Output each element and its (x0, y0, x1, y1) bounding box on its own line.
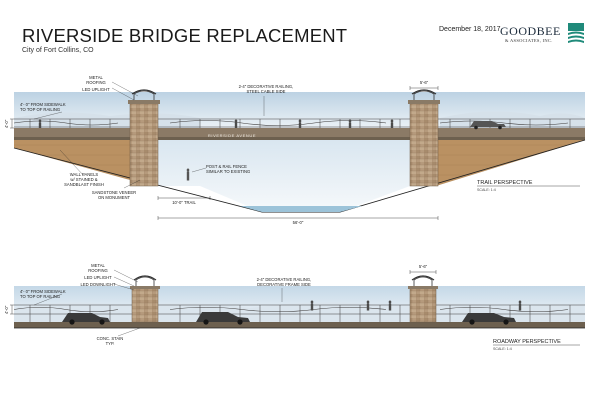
trail-label-pier-width: 5'-6" (420, 80, 429, 85)
road-label-sidewalk-1: 4'- 0" FROM SIDEWALK (20, 289, 66, 294)
roadway-perspective-view: METAL ROOFING LED UPLIGHT LED DOWNLIGHT … (4, 263, 585, 351)
trail-label-veneer-2: ON MONUMENT (98, 195, 131, 200)
road-label-conc-2: TYP. (106, 341, 115, 346)
trail-dim-span: 56'-0" (293, 220, 304, 225)
road-label-metal: METAL (91, 263, 105, 268)
trail-label-height: 4'-0" (4, 119, 9, 128)
trail-label-fence-2: SIMILAR TO EXISTING (206, 169, 250, 174)
trail-label-wall-1: WALL PANELS (70, 172, 99, 177)
road-label-roofing: ROOFING (88, 268, 108, 273)
drawing-title: RIVERSIDE BRIDGE REPLACEMENT (22, 25, 348, 46)
car-middle-icon (196, 312, 250, 325)
trail-label-railing-1: 2-4" DECORATIVE RAILING, (239, 84, 294, 89)
road-label-railing-1: 2-4" DECORATIVE RAILING, (257, 277, 312, 282)
trail-perspective-view: METAL ROOFING LED UPLIGHT 4'- 0" FROM SI… (4, 75, 586, 225)
trail-label-led-uplight: LED UPLIGHT (82, 87, 110, 92)
firm-name: GOODBEE (500, 24, 561, 38)
road-label-led-uplight: LED UPLIGHT (84, 275, 112, 280)
trail-view-scale: SCALE: 1:4 (477, 188, 496, 192)
trail-label-sidewalk-1: 4'- 0" FROM SIDEWALK (20, 102, 66, 107)
trail-label-railing-2: STEEL CABLE SIDE (247, 89, 286, 94)
trail-label-fence-1: POST & RAIL FENCE (206, 164, 247, 169)
trail-label-roofing: ROOFING (86, 80, 106, 85)
drawing-subtitle: City of Fort Collins, CO (22, 47, 94, 54)
trail-label-sidewalk-2: TO TOP OF RAILING (20, 107, 60, 112)
car-right-icon (462, 313, 516, 325)
drawing-date: December 18, 2017 (439, 26, 501, 33)
road-label-led-downlight: LED DOWNLIGHT (81, 282, 116, 287)
trail-deck-text: RIVERSIDE AVENUE (208, 133, 256, 138)
road-label-height: 4'-0" (4, 305, 9, 314)
trail-label-veneer-1: SANDSTONE VENEER (92, 190, 136, 195)
trail-dim-trail: 10'-0" TRAIL (172, 200, 196, 205)
road-label-pier-width: 5'-6" (419, 264, 428, 269)
roadway-view-title: ROADWAY PERSPECTIVE (493, 339, 561, 345)
road-label-conc-1: CONC. STAIN (97, 336, 124, 341)
car-left-icon (62, 313, 110, 325)
trail-label-wall-3: SANDBLAST FINISH (64, 182, 104, 187)
roadway-view-scale: SCALE: 1:4 (493, 347, 512, 351)
firm-subtitle: & ASSOCIATES, INC. (505, 38, 553, 43)
firm-logo-icon (565, 20, 587, 46)
trail-label-metal: METAL (89, 75, 103, 80)
trail-view-title: TRAIL PERSPECTIVE (477, 180, 533, 186)
road-label-sidewalk-2: TO TOP OF RAILING (20, 294, 60, 299)
road-label-railing-2: DECORATIVE FRAME SIDE (257, 282, 311, 287)
trail-label-wall-2: w/ STAINED & (70, 177, 97, 182)
